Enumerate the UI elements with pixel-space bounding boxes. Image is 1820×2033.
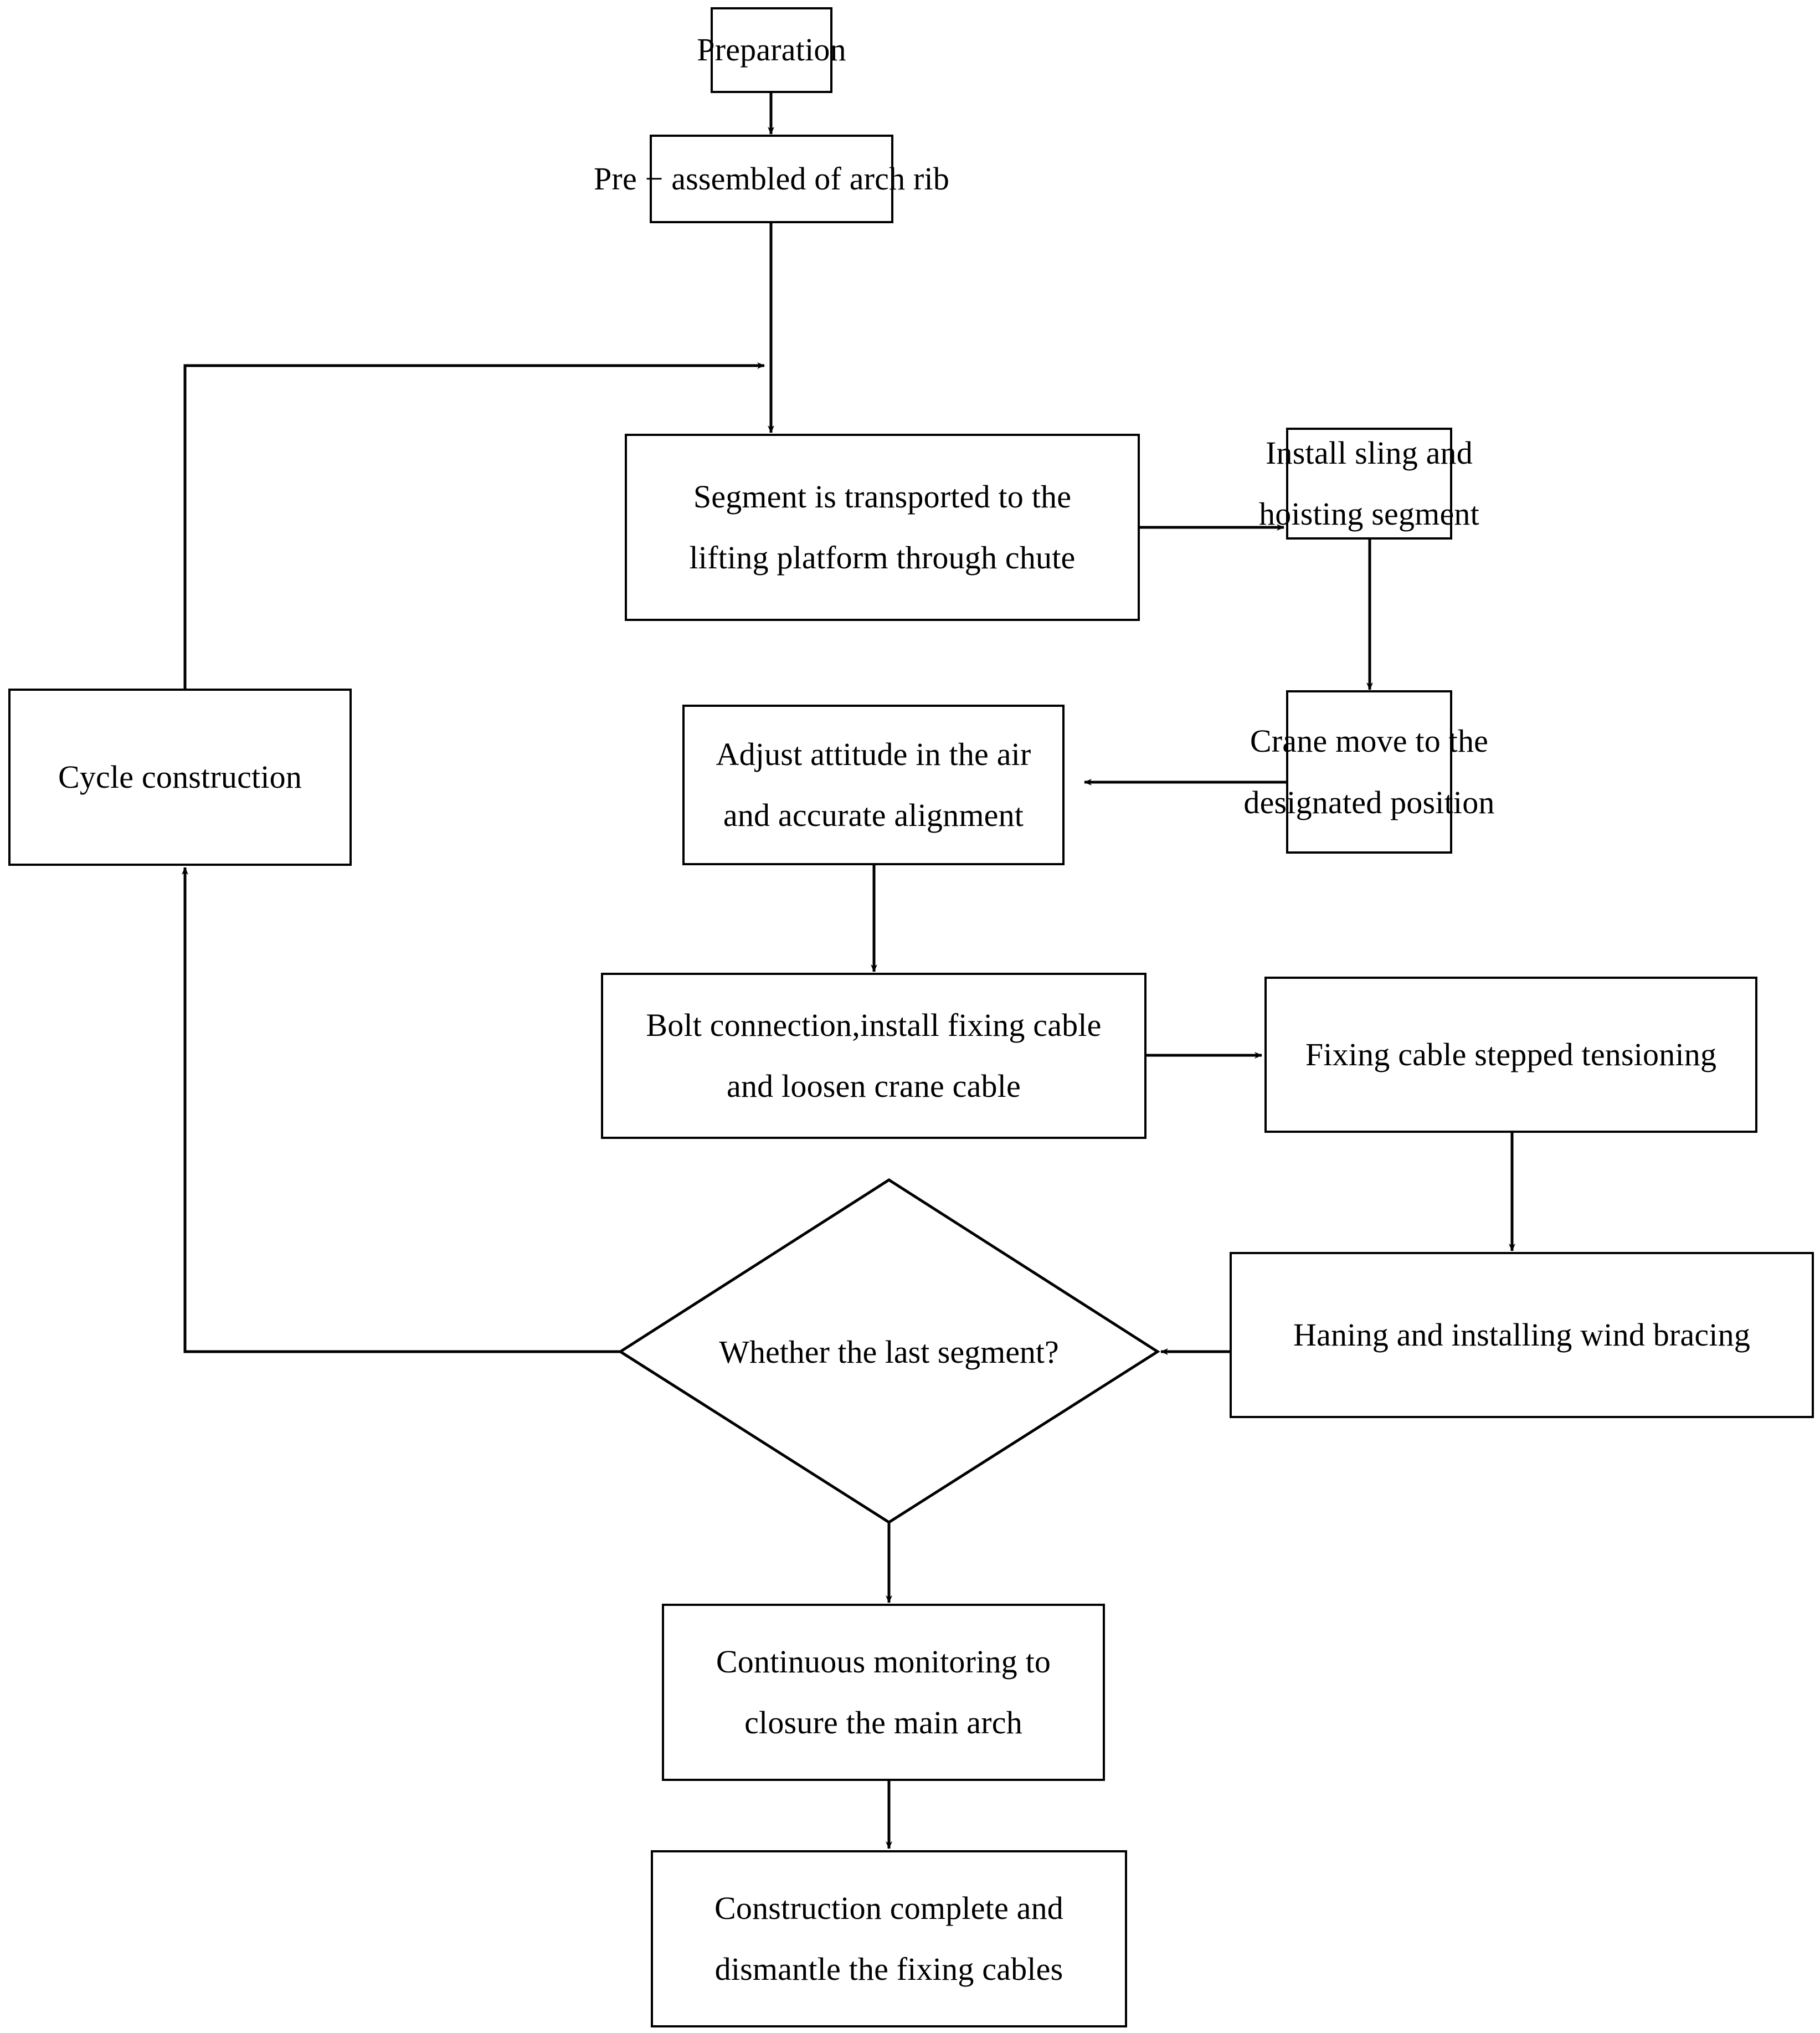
edge-decision-to-cycle-construction xyxy=(182,867,620,1353)
node-wind-bracing-line-1: Haning and installing wind bracing xyxy=(1293,1316,1751,1353)
node-crane-move-line-1: Crane move to the xyxy=(1250,723,1489,759)
node-fixing-cable-tensioning[interactable]: Fixing cable stepped tensioning xyxy=(1264,977,1757,1133)
node-construction-complete[interactable]: Construction complete and dismantle the … xyxy=(651,1850,1127,2027)
node-pre-assembled-line-1: Pre − assembled of arch rib xyxy=(593,160,950,197)
node-wind-bracing[interactable]: Haning and installing wind bracing xyxy=(1230,1252,1814,1418)
node-continuous-monitoring[interactable]: Continuous monitoring to closure the mai… xyxy=(662,1604,1105,1781)
node-segment-transport[interactable]: Segment is transported to the lifting pl… xyxy=(625,434,1140,621)
node-continuous-monitoring-line-2: closure the main arch xyxy=(744,1705,1022,1741)
node-install-sling[interactable]: Install sling and hoisting segment xyxy=(1259,428,1479,540)
node-cycle-construction[interactable]: Cycle construction xyxy=(8,689,352,866)
node-bolt-connection[interactable]: Bolt connection,install fixing cable and… xyxy=(601,973,1147,1139)
node-construction-complete-line-1: Construction complete and xyxy=(714,1890,1063,1926)
node-continuous-monitoring-line-1: Continuous monitoring to xyxy=(716,1643,1051,1680)
node-segment-transport-line-1: Segment is transported to the xyxy=(693,478,1072,515)
decision-diamond-shape xyxy=(618,1178,1160,1524)
node-last-segment-label: Whether the last segment? xyxy=(719,1333,1059,1370)
node-adjust-attitude[interactable]: Adjust attitude in the air and accurate … xyxy=(682,705,1065,865)
node-install-sling-line-1: Install sling and xyxy=(1266,434,1473,471)
node-segment-transport-line-2: lifting platform through chute xyxy=(689,540,1076,576)
node-pre-assembled[interactable]: Pre − assembled of arch rib xyxy=(594,135,949,223)
node-last-segment-decision[interactable]: Whether the last segment? xyxy=(620,1327,1158,1377)
node-preparation-line-1: Preparation xyxy=(697,32,846,68)
node-crane-move[interactable]: Crane move to the designated position xyxy=(1243,690,1494,854)
node-install-sling-line-2: hoisting segment xyxy=(1259,496,1479,532)
node-construction-complete-line-2: dismantle the fixing cables xyxy=(714,1951,1063,1987)
node-preparation[interactable]: Preparation xyxy=(697,7,846,93)
edge-cycle-to-segment xyxy=(183,362,765,689)
node-adjust-attitude-line-2: and accurate alignment xyxy=(723,797,1024,833)
node-crane-move-line-2: designated position xyxy=(1243,784,1495,820)
node-adjust-attitude-line-1: Adjust attitude in the air xyxy=(716,736,1031,772)
node-fixing-cable-tensioning-line-1: Fixing cable stepped tensioning xyxy=(1305,1036,1717,1072)
node-bolt-connection-line-1: Bolt connection,install fixing cable xyxy=(646,1007,1102,1043)
node-bolt-connection-line-2: and loosen crane cable xyxy=(727,1068,1021,1104)
node-cycle-construction-line-1: Cycle construction xyxy=(58,758,302,795)
